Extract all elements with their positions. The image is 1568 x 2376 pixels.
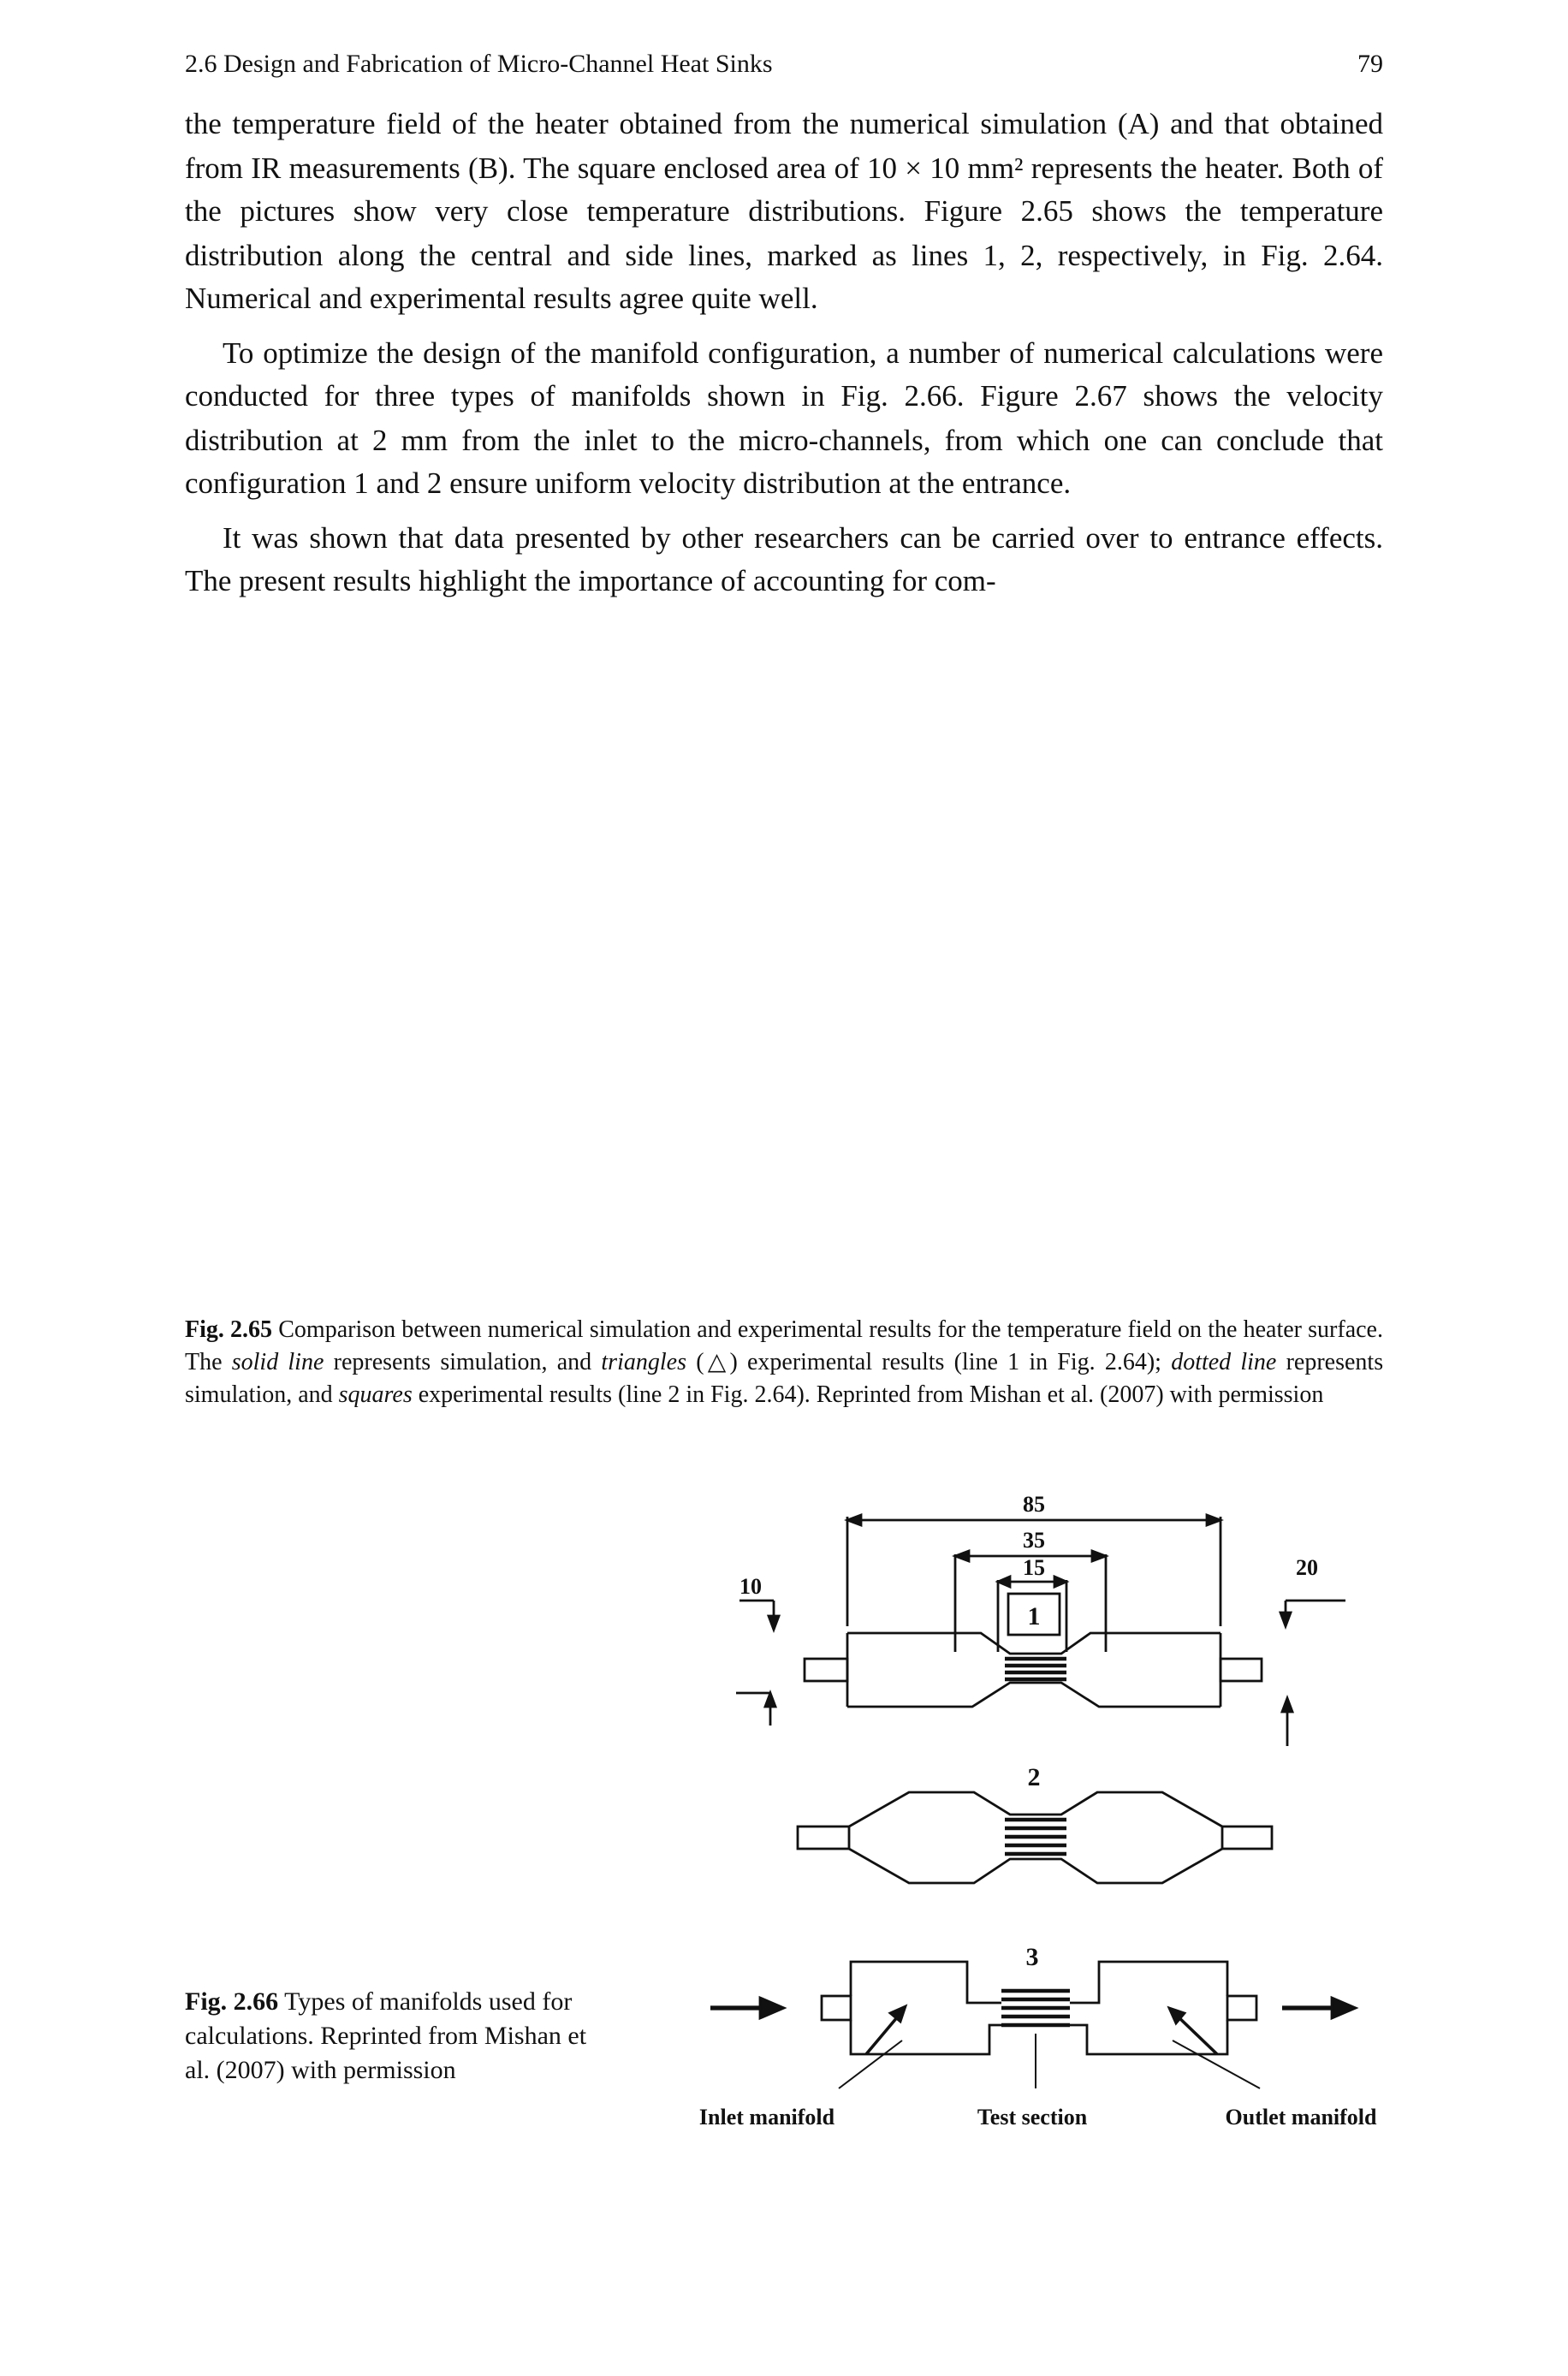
caption-text: Types of manifolds used for calculations… (185, 1989, 587, 2085)
label-inlet-manifold: Inlet manifold (699, 2105, 835, 2129)
running-header: 2.6 Design and Fabrication of Micro-Chan… (185, 51, 1383, 92)
figure-2-65-caption: Fig. 2.65 Comparison between numerical s… (185, 1315, 1383, 1412)
dimension-15: 15 (1023, 1555, 1045, 1580)
microchannels-1 (1005, 1656, 1066, 1682)
dimension-lines (844, 1512, 1224, 1652)
figure-2-65-label: Fig. 2.65 (185, 1318, 273, 1344)
caption-squares: squares (338, 1383, 413, 1409)
caption-text: experimental results (line 2 in Fig. 2.6… (418, 1383, 1324, 1409)
figure-2-66-label: Fig. 2.66 (185, 1989, 279, 2017)
label-outlet-manifold: Outlet manifold (1226, 2105, 1377, 2129)
microchannels-3 (1001, 1988, 1070, 2028)
manifold-1 (736, 1599, 1345, 1746)
dimension-10: 10 (739, 1574, 762, 1599)
figure-2-66-caption: Fig. 2.66 Types of manifolds used for ca… (185, 1986, 596, 2088)
paragraph-2: To optimize the design of the manifold c… (185, 335, 1383, 500)
caption-solid-line: solid line (231, 1351, 324, 1376)
caption-text: represents simulation, and (185, 1351, 1384, 1409)
running-title: 2.6 Design and Fabrication of Micro-Chan… (185, 51, 773, 79)
type-label-1: 1 (1028, 1602, 1041, 1631)
page-number: 79 (1357, 51, 1383, 79)
inlet-arrow-icon (758, 1995, 787, 2021)
outlet-arrow-icon (1330, 1995, 1359, 2021)
manifold-3 (710, 1960, 1359, 2089)
caption-text: Comparison between numerical simulation … (185, 1318, 1383, 1376)
dimension-35: 35 (1023, 1528, 1045, 1553)
type-label-3: 3 (1026, 1943, 1039, 1971)
dimension-20: 20 (1296, 1555, 1318, 1580)
paragraph-3: It was shown that data presented by othe… (185, 520, 1383, 597)
paragraph-1: the temperature field of the heater obta… (185, 106, 1383, 315)
body-text: the temperature field of the heater obta… (185, 103, 1383, 614)
caption-dotted-line: dotted line (1171, 1351, 1277, 1376)
label-test-section: Test section (977, 2105, 1088, 2129)
caption-text: represents simulation, and (333, 1351, 592, 1376)
temperature-chart: 012345678910323742475257x, mmTw, °C (0, 805, 1568, 1318)
manifold-labels: 85 35 15 10 20 1 2 3 Inlet manifold Test… (699, 1492, 1377, 2129)
type-label-2: 2 (1028, 1763, 1041, 1791)
caption-text: (△) experimental results (line 1 in Fig.… (696, 1351, 1161, 1376)
manifold-diagram: 85 35 15 10 20 1 2 3 Inlet manifold Test… (699, 1492, 1377, 2129)
caption-triangles: triangles (601, 1351, 686, 1376)
manifold-2 (796, 1791, 1274, 1885)
microchannels-2 (1005, 1817, 1066, 1856)
dimension-85: 85 (1023, 1492, 1045, 1517)
